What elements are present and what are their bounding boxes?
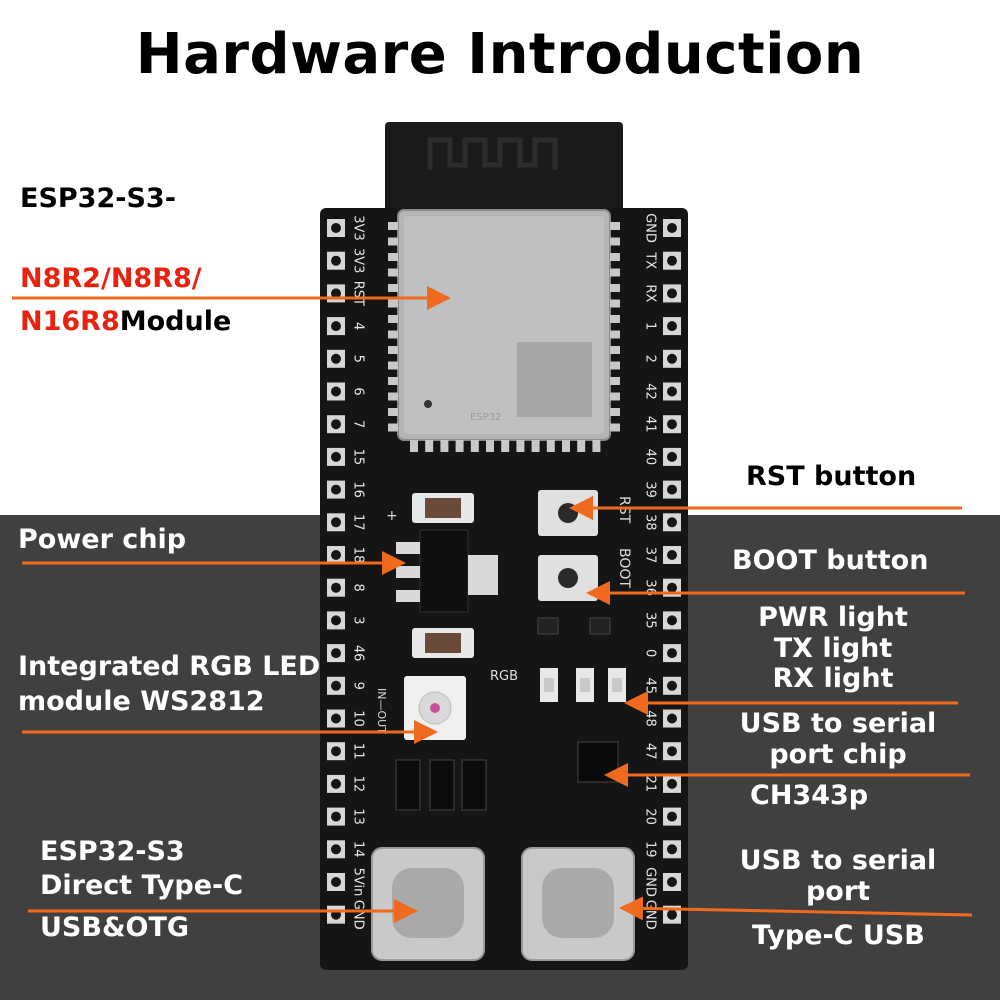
power-chip xyxy=(419,529,469,613)
pin-label-left: 18 xyxy=(351,547,366,564)
pin-label-left: 12 xyxy=(351,776,366,793)
pin-label-left: 9 xyxy=(351,682,366,690)
silk-in-out: IN—OUT xyxy=(375,688,388,734)
left-pin-labels: 3V33V3RST4567151617188346910111213145Vin… xyxy=(351,215,366,929)
pin-label-right: GND xyxy=(643,900,658,930)
page-title: Hardware Introduction xyxy=(135,22,865,87)
pin-label-right: 37 xyxy=(643,547,658,564)
pin-label-left: 46 xyxy=(351,645,366,662)
pin-label-left: 15 xyxy=(351,449,366,466)
pin-label-right: RX xyxy=(643,284,658,302)
label-rgb-led-1: Integrated RGB LED xyxy=(18,651,321,682)
pin-label-right: 21 xyxy=(643,776,658,793)
pin-label-right: 40 xyxy=(643,449,658,466)
pin-label-right: 1 xyxy=(643,322,658,330)
pin-label-left: GND xyxy=(351,900,366,930)
pin-label-left: RST xyxy=(351,281,366,306)
module-antenna xyxy=(385,122,623,234)
svg-text:ESP32: ESP32 xyxy=(470,412,501,423)
pin-label-left: 8 xyxy=(351,584,366,592)
label-direct-typec-3: USB&OTG xyxy=(40,912,190,943)
pin-label-right: 41 xyxy=(643,416,658,433)
label-usb-serial-chip-1: USB to serial xyxy=(739,708,937,739)
pin-label-left: 6 xyxy=(351,387,366,395)
label-rst-button: RST button xyxy=(746,461,917,492)
pin-label-left: 16 xyxy=(351,481,366,498)
rst-button-cap[interactable] xyxy=(558,503,578,523)
pin-label-right: 35 xyxy=(643,612,658,629)
label-power-chip: Power chip xyxy=(18,524,187,555)
label-module-variants-1: N8R2/N8R8/ xyxy=(20,263,202,294)
pin-label-right: GND xyxy=(643,867,658,897)
label-typec-usb: Type-C USB xyxy=(752,920,925,951)
callout-arrow xyxy=(619,896,973,921)
pin-label-right: 42 xyxy=(643,383,658,400)
pin-label-left: 10 xyxy=(351,710,366,727)
pin-label-left: 5Vin xyxy=(351,868,366,897)
label-usb-serial-port-1: USB to serial xyxy=(739,845,937,876)
label-pwr-light: PWR light xyxy=(758,602,908,633)
pin-label-right: 19 xyxy=(643,841,658,858)
pin-label-left: 3V3 xyxy=(351,215,366,240)
module-pads xyxy=(388,222,620,452)
pin-label-left: 3 xyxy=(351,616,366,624)
pin-label-right: TX xyxy=(643,251,658,269)
silk-boot: BOOT xyxy=(616,548,632,588)
pin-label-right: 38 xyxy=(643,514,658,531)
boot-button-cap[interactable] xyxy=(558,568,578,588)
label-module-variants-line: N16R8Module xyxy=(20,306,231,337)
label-usb-serial-chip-2: port chip xyxy=(769,739,907,770)
label-module-prefix: ESP32-S3- xyxy=(20,183,176,214)
pin-label-left: 7 xyxy=(351,420,366,428)
label-rx-light: RX light xyxy=(772,663,894,694)
pin-label-right: 47 xyxy=(643,743,658,760)
antenna-trace-icon xyxy=(427,137,558,170)
pin-label-left: 4 xyxy=(351,322,366,330)
pin-label-right: 48 xyxy=(643,710,658,727)
pin-label-left: 3V3 xyxy=(351,248,366,273)
pin-label-right: 45 xyxy=(643,678,658,695)
pin-label-left: 5 xyxy=(351,355,366,363)
label-boot-button: BOOT button xyxy=(732,545,929,576)
label-rgb-led-2: module WS2812 xyxy=(18,686,265,717)
pin-label-right: 20 xyxy=(643,808,658,825)
label-module-suffix: Module xyxy=(119,306,232,337)
silk-rgb: RGB xyxy=(490,669,518,684)
silk-rst: RST xyxy=(616,496,632,524)
label-usb-serial-port-2: port xyxy=(805,876,871,907)
pin-label-left: 17 xyxy=(351,514,366,531)
pin-label-right: GND xyxy=(643,213,658,243)
power-chip-tab xyxy=(468,555,498,595)
pin1-dot xyxy=(424,400,432,408)
pin-label-right: 0 xyxy=(643,649,658,657)
label-direct-typec-2: Direct Type-C xyxy=(40,870,244,901)
pin-label-right: 2 xyxy=(643,355,658,363)
pin-label-left: 13 xyxy=(351,808,366,825)
pin-label-right: 39 xyxy=(643,481,658,498)
label-direct-typec-1: ESP32-S3 xyxy=(40,836,185,867)
label-ch343: CH343p xyxy=(750,780,869,811)
pin-label-left: 14 xyxy=(351,841,366,858)
label-tx-light: TX light xyxy=(773,633,893,664)
left-pin-header xyxy=(327,219,345,924)
callout-arrows xyxy=(12,286,973,923)
silk-plus: + xyxy=(386,508,398,524)
label-module-variants-2: N16R8 xyxy=(20,306,120,337)
pin-label-left: 11 xyxy=(351,743,366,760)
qr-code-icon xyxy=(517,342,592,417)
